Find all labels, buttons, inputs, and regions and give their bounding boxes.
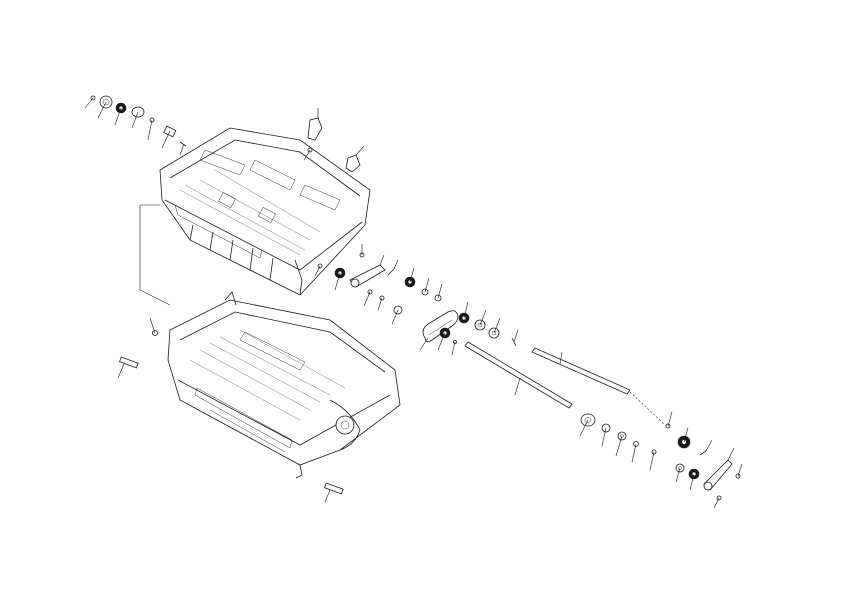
lower-frame-assembly [167, 291, 401, 479]
shafts [464, 341, 666, 426]
middle-parts [314, 244, 443, 325]
shaft-lower [464, 341, 573, 409]
left-side-parts [117, 317, 344, 503]
link-arm-icon [349, 264, 386, 288]
spring-icon [699, 450, 707, 456]
lever-parts [303, 108, 365, 173]
top-left-parts [84, 95, 187, 156]
drive-belt [419, 310, 459, 351]
connector-icon [119, 356, 139, 369]
spring-icon [179, 141, 187, 147]
shaft-upper [531, 347, 631, 395]
drive-gears [437, 301, 519, 356]
lower-right-parts [579, 411, 743, 509]
lever-icon [307, 117, 323, 141]
spring-icon [387, 268, 395, 276]
lever-icon [345, 154, 361, 173]
connector-icon [324, 482, 344, 495]
upper-frame-assembly [159, 127, 371, 296]
assembly-bracket-line [139, 204, 171, 306]
link-arm-icon [703, 459, 733, 491]
